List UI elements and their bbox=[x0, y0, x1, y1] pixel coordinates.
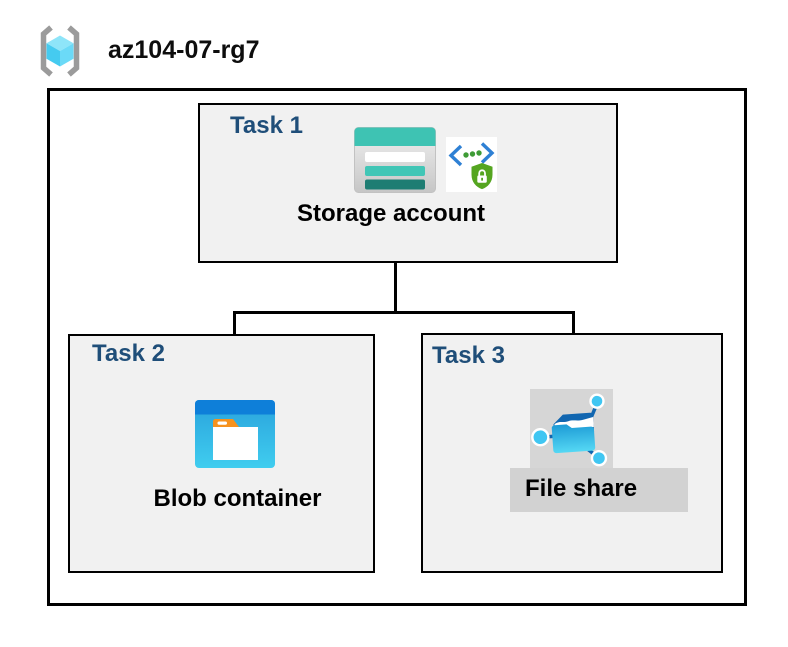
file-share-icon-highlight bbox=[530, 389, 613, 469]
secured-endpoint-icon bbox=[446, 137, 497, 192]
connector-horizontal bbox=[233, 311, 575, 314]
file-share-icon bbox=[531, 393, 608, 467]
task3-box: Task 3 bbox=[421, 333, 723, 573]
blob-container-label: Blob container bbox=[153, 485, 322, 512]
task2-box: Task 2 Blob container bbox=[68, 334, 375, 573]
file-share-label-highlight: File share bbox=[510, 468, 688, 512]
task1-box: Task 1 Storage account bbox=[198, 103, 618, 263]
task3-label: Task 3 bbox=[432, 342, 505, 369]
storage-account-icon bbox=[354, 127, 436, 193]
storage-account-label: Storage account bbox=[296, 200, 486, 227]
task2-label: Task 2 bbox=[92, 340, 165, 367]
blob-container-icon bbox=[195, 400, 275, 468]
resource-group-icon bbox=[40, 25, 80, 77]
resource-group-name: az104-07-rg7 bbox=[108, 36, 260, 64]
connector-storage-stem bbox=[394, 234, 397, 314]
file-share-label: File share bbox=[525, 475, 638, 502]
task1-label: Task 1 bbox=[230, 112, 303, 139]
